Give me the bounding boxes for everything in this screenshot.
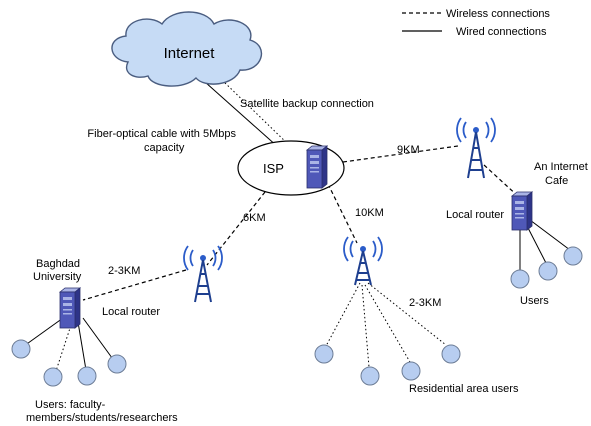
baghdad-user-link: [55, 321, 73, 372]
residential-tower: [343, 236, 383, 286]
isp-to-residential-tower-link: [327, 183, 358, 244]
residential-user-link: [361, 284, 370, 368]
isp-to-baghdad-tower-link: [206, 191, 266, 266]
fiber-label-line2: capacity: [144, 142, 185, 154]
antenna-tower-icon: [183, 245, 223, 303]
user-node-icon: [43, 367, 63, 387]
baghdad-tower: [183, 245, 223, 303]
residential-user-link: [367, 282, 447, 346]
legend-wireless-label: Wireless connections: [446, 8, 550, 20]
isp-ellipse: [237, 140, 345, 196]
satellite-label: Satellite backup connection: [240, 98, 374, 110]
residential-user-link: [364, 284, 411, 363]
distance-label-residential: 10KM: [355, 207, 384, 219]
cafe-tower: [456, 117, 496, 179]
distance-label-cafe: 9KM: [397, 144, 420, 156]
residential-users: [314, 344, 461, 386]
legend-wired-label: Wired connections: [456, 26, 547, 38]
distance-label-baghdad-router: 2-3KM: [108, 265, 140, 277]
fiber-label-line1: Fiber-optical cable with 5Mbps: [87, 128, 236, 140]
user-node-icon: [401, 361, 421, 381]
distance-label-baghdad: 6KM: [243, 212, 266, 224]
cafe-tower-to-router-link: [483, 164, 521, 199]
cafe-title-line1: An Internet: [534, 161, 588, 173]
internet-label: Internet: [164, 45, 216, 62]
user-node-icon: [510, 269, 530, 289]
cloud-icon: [111, 11, 263, 87]
residential-user-link: [325, 282, 361, 347]
baghdad-user-link: [77, 321, 87, 371]
fiber-optic-link: [204, 81, 279, 148]
cafe-router: [510, 191, 534, 231]
connections: [23, 79, 571, 372]
baghdad-users: [11, 339, 127, 387]
cafe-users-label: Users: [520, 295, 549, 307]
user-node-icon: [360, 366, 380, 386]
server-icon: [58, 287, 82, 329]
user-node-icon: [441, 344, 461, 364]
user-node-icon: [538, 261, 558, 281]
user-node-icon: [314, 344, 334, 364]
user-node-icon: [11, 339, 31, 359]
baghdad-users-label-line2: members/students/researchers: [26, 412, 178, 424]
isp-to-cafe-tower-link: [342, 145, 459, 163]
baghdad-user-link: [82, 317, 116, 363]
cafe-router-label: Local router: [446, 209, 504, 221]
residential-users-label: Residential area users: [409, 383, 519, 395]
user-node-icon: [107, 354, 127, 374]
cafe-users: [510, 246, 583, 289]
baghdad-router-label: Local router: [102, 306, 160, 318]
antenna-tower-icon: [343, 236, 383, 286]
legend: Wireless connections Wired connections: [402, 8, 550, 38]
baghdad-title-line2: University: [33, 271, 82, 283]
server-icon: [510, 191, 534, 231]
cafe-user-link: [525, 223, 547, 264]
user-node-icon: [77, 366, 97, 386]
baghdad-tower-to-router-link: [82, 269, 187, 301]
baghdad-users-label-line1: Users: faculty-: [35, 399, 106, 411]
antenna-tower-icon: [456, 117, 496, 179]
isp-node: ISP: [237, 140, 345, 196]
cafe-title-line2: Cafe: [545, 175, 568, 187]
user-node-icon: [563, 246, 583, 266]
isp-label: ISP: [263, 161, 284, 176]
cafe-user-link: [529, 219, 571, 251]
distance-label-residential-users: 2-3KM: [409, 297, 441, 309]
baghdad-title-line1: Baghdad: [36, 258, 80, 270]
server-icon: [305, 145, 329, 189]
baghdad-router: [58, 287, 82, 329]
internet-cloud: Internet: [111, 11, 263, 87]
